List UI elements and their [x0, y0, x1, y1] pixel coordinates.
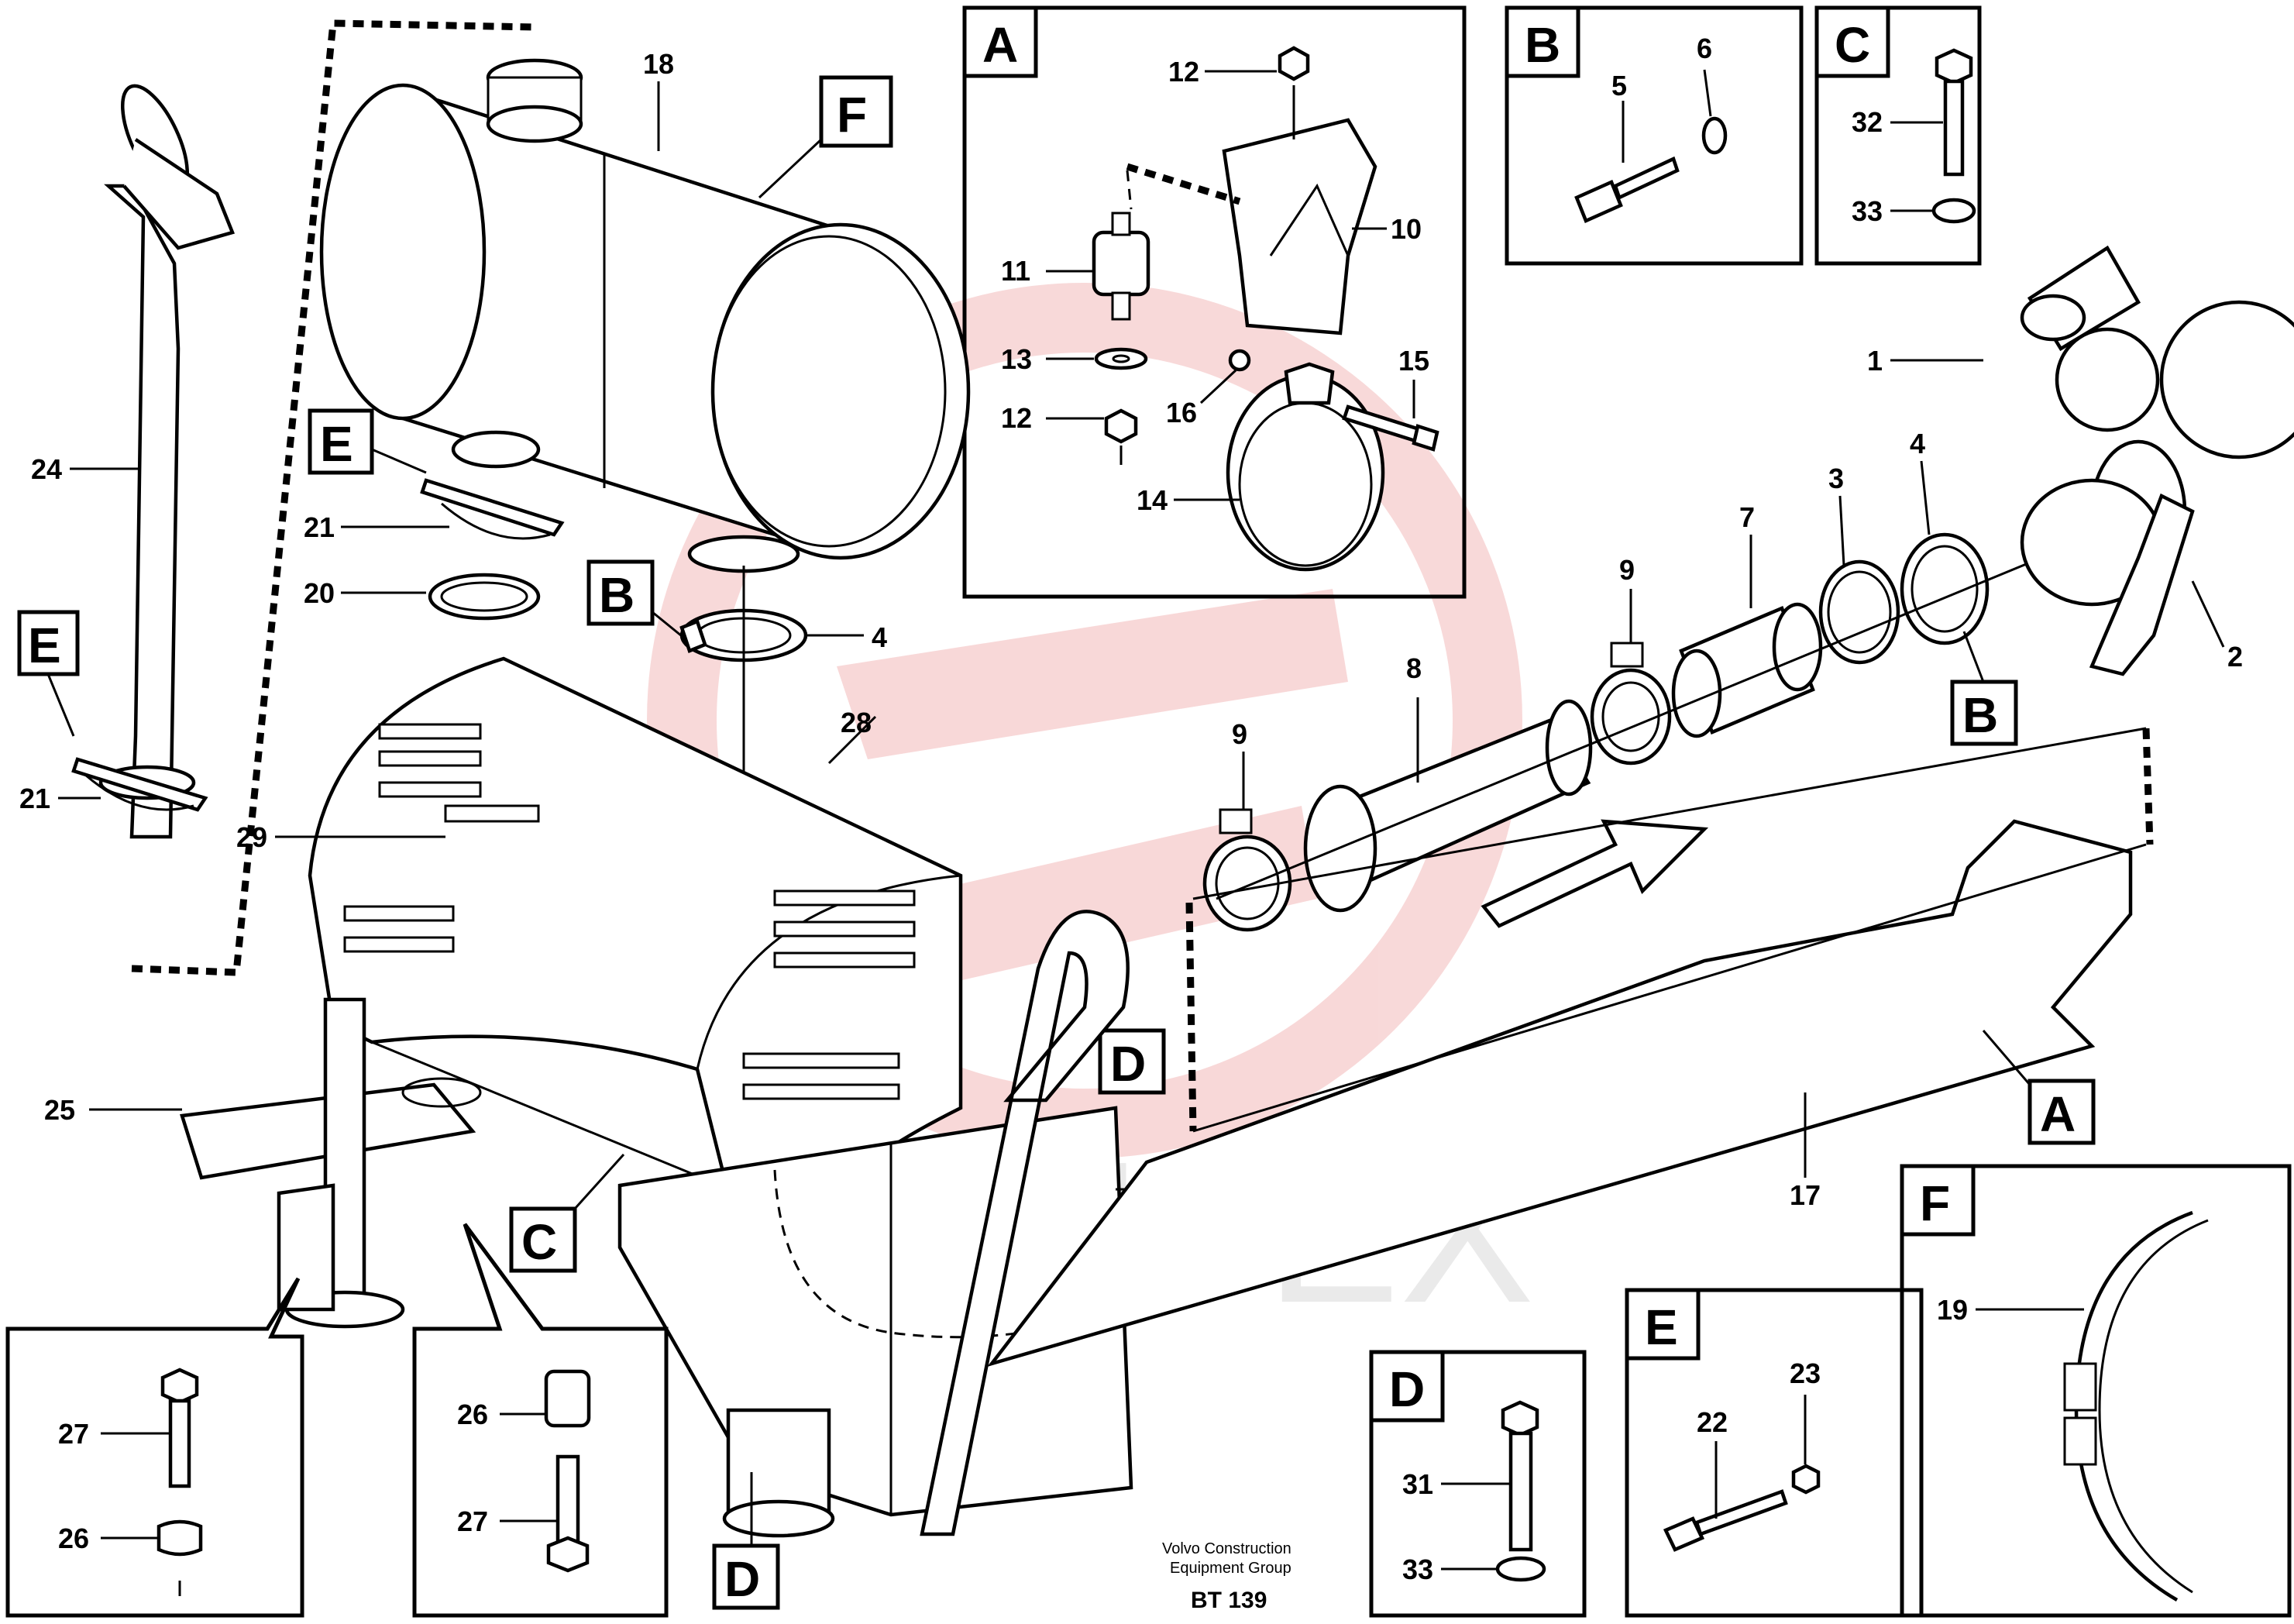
label-25: 25 — [44, 1094, 75, 1126]
label-26-mid: 26 — [457, 1399, 488, 1430]
label-20: 20 — [304, 577, 335, 609]
flow-arrow — [1481, 819, 1709, 928]
tag-f-main: F — [837, 87, 867, 143]
label-12-top: 12 — [1168, 56, 1199, 88]
flex-pipe-8: 8 9 9 7 3 4 B — [1202, 428, 2155, 932]
frame-17: 17 A — [987, 727, 2154, 1368]
tag-b-box: B — [1525, 17, 1560, 73]
label-22: 22 — [1697, 1406, 1728, 1438]
detail-box-f: F 19 — [1900, 1164, 2292, 1618]
label-2: 2 — [2227, 641, 2243, 673]
caption-code: BT 139 — [1191, 1588, 1267, 1613]
tag-e-left: E — [28, 618, 61, 673]
tag-a-box: A — [982, 17, 1018, 73]
tag-a-main: A — [2040, 1086, 2076, 1142]
detail-box-c: C 32 33 — [1814, 5, 1982, 266]
support-25: 25 — [44, 997, 482, 1329]
label-33-c: 33 — [1852, 195, 1883, 227]
label-6: 6 — [1697, 33, 1712, 64]
label-15: 15 — [1398, 345, 1429, 377]
detail-box-bolt-27: 27 26 — [5, 1277, 304, 1618]
label-10: 10 — [1391, 213, 1422, 245]
clamp-part-14 — [1226, 373, 1385, 572]
label-29: 29 — [236, 821, 267, 853]
tag-b-right: B — [1962, 687, 1998, 743]
clamp-4-muffler: 4 B — [586, 559, 887, 1108]
detail-box-b: B 5 6 — [1505, 5, 1804, 266]
detail-box-e: E 22 23 — [1625, 1288, 1924, 1618]
tag-d-top: D — [1110, 1036, 1146, 1092]
vent-slots — [343, 723, 916, 1100]
bracket-part — [1222, 118, 1377, 335]
tag-d-box: D — [1389, 1361, 1425, 1417]
clamp-21-ring-20: 21 20 E — [304, 408, 565, 621]
tag-c-main: C — [521, 1214, 557, 1270]
tag-b-muffler: B — [599, 567, 635, 623]
watermark-gear-inner — [837, 589, 1348, 759]
detail-box-d: D 31 33 — [1369, 1350, 1587, 1618]
label-27-left: 27 — [58, 1418, 89, 1450]
label-27-mid: 27 — [457, 1505, 488, 1537]
nut-part-12 — [1278, 46, 1310, 81]
detail-box-a: A 12 10 — [962, 5, 1467, 599]
detail-box-spacer-26: 26 27 — [412, 1223, 669, 1618]
label-33-d: 33 — [1402, 1553, 1433, 1585]
label-4-muffler: 4 — [872, 621, 887, 653]
label-31: 31 — [1402, 1468, 1433, 1500]
label-21-left: 21 — [19, 783, 50, 814]
label-17: 17 — [1790, 1179, 1821, 1211]
clamp-joint-2: 2 — [2020, 439, 2243, 676]
label-4-right: 4 — [1910, 428, 1925, 459]
label-28: 28 — [841, 707, 872, 738]
turbo-1: 1 — [1867, 245, 2294, 459]
label-13: 13 — [1001, 343, 1032, 375]
label-24: 24 — [31, 453, 62, 485]
handle-rail — [920, 910, 1130, 1536]
label-5: 5 — [1611, 70, 1627, 102]
label-32: 32 — [1852, 106, 1883, 138]
label-18: 18 — [643, 48, 674, 80]
label-12-low: 12 — [1001, 402, 1032, 434]
label-7: 7 — [1739, 501, 1755, 533]
clamp-21-left: 21 E — [17, 610, 208, 814]
tag-e-mid: E — [320, 416, 353, 472]
label-21-mid: 21 — [304, 511, 335, 543]
label-26-left: 26 — [58, 1522, 89, 1554]
caption-line1: Volvo Construction — [1162, 1540, 1291, 1557]
tag-d-bottom: D — [724, 1551, 760, 1607]
label-16: 16 — [1166, 397, 1197, 428]
label-3: 3 — [1828, 463, 1844, 494]
label-9-right: 9 — [1619, 554, 1635, 586]
label-19: 19 — [1937, 1294, 1968, 1326]
label-9-left: 9 — [1232, 718, 1247, 750]
label-14: 14 — [1137, 484, 1168, 516]
label-8: 8 — [1406, 652, 1422, 684]
caption: Volvo Construction Equipment Group BT 13… — [1162, 1540, 1291, 1613]
heat-guard-28: 28 29 — [236, 656, 963, 1196]
label-23: 23 — [1790, 1357, 1821, 1389]
label-1: 1 — [1867, 345, 1883, 377]
caption-line2: Equipment Group — [1170, 1560, 1291, 1577]
tag-e-box: E — [1645, 1299, 1678, 1355]
tag-f-box: F — [1920, 1175, 1950, 1231]
tag-c-box: C — [1835, 17, 1870, 73]
label-11: 11 — [1001, 255, 1030, 287]
muffler-18: 18 F — [319, 48, 971, 573]
